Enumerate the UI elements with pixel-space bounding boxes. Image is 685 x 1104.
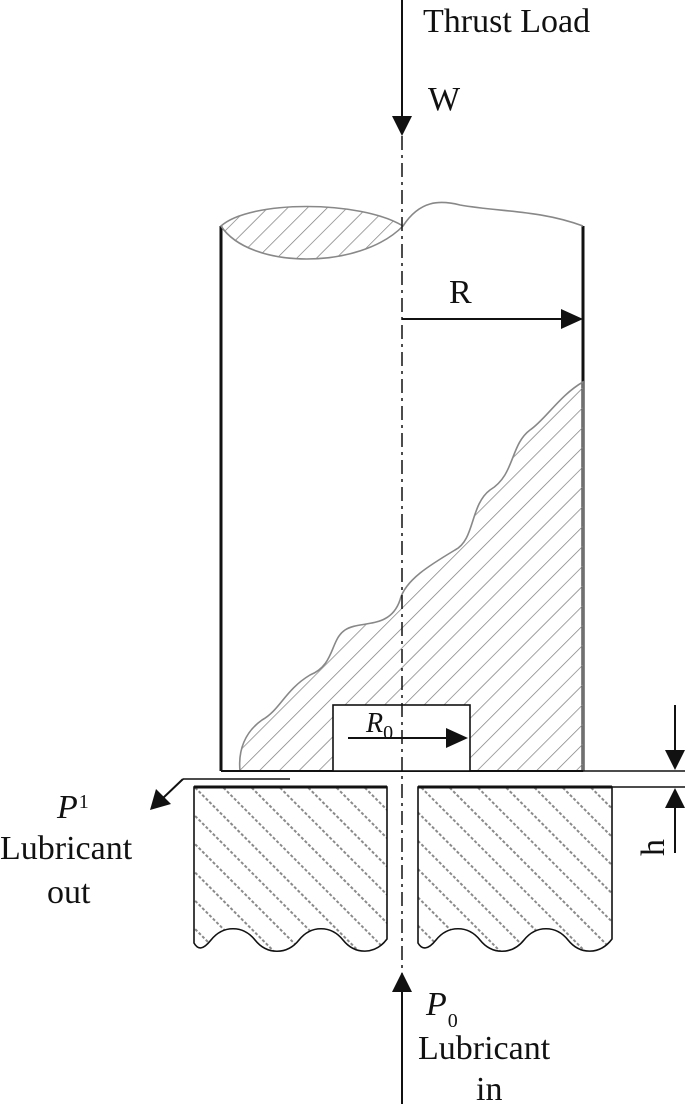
shaft-top-break-right (402, 201, 584, 227)
inlet-pressure-label: P0 (425, 986, 458, 1032)
arrow-down-left-icon (150, 789, 171, 810)
radius-inner-base: R (365, 708, 383, 739)
inlet-pressure-base: P (425, 986, 447, 1023)
inlet-line2-label: in (476, 1071, 502, 1104)
base-block-left (193, 786, 388, 953)
gap-label: h (635, 839, 672, 856)
arrow-up-icon (392, 972, 412, 992)
shaft-cutaway-section (238, 380, 584, 772)
radius-inner-sub: 0 (383, 722, 393, 744)
outlet-line2-label: out (47, 874, 91, 911)
arrow-down-icon (392, 116, 412, 136)
outlet-line1-label: Lubricant (0, 830, 133, 867)
outlet-pressure-sub: 1 (79, 791, 89, 813)
inlet-line1-label: Lubricant (418, 1030, 551, 1067)
inlet-pressure-sub: 0 (448, 1010, 458, 1032)
outlet-arrow-shaft (161, 778, 184, 800)
load-symbol-label: W (428, 81, 461, 118)
base-block-right (417, 786, 613, 953)
radius-inner-label: R0 (365, 708, 393, 744)
r-dimension-arrowhead (561, 309, 583, 329)
shaft-top-break-left (219, 205, 405, 260)
h-arrow-top-head (665, 750, 685, 770)
outlet-pressure-base: P (56, 789, 78, 826)
radius-outer-label: R (449, 274, 472, 311)
thrust-load-label: Thrust Load (423, 3, 590, 40)
outlet-pressure-label: P1 (56, 789, 89, 826)
h-arrow-bottom-head (665, 788, 685, 808)
r0-dimension-arrowhead (446, 728, 468, 748)
